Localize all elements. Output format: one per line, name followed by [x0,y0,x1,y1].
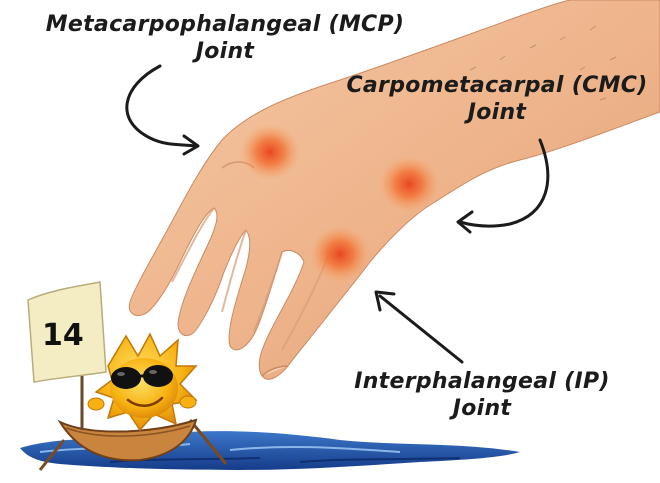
cmc-joint-label-line2: Joint [336,99,658,126]
ip-joint-label-line1: Interphalangeal (IP) [332,368,632,395]
cmc-joint-label: Carpometacarpal (CMC) Joint [336,72,658,126]
cmc-joint-label-line1: Carpometacarpal (CMC) [336,72,658,99]
mcp-joint-highlight [240,124,300,180]
sail-number: 14 [42,318,84,353]
mcp-joint-label-line2: Joint [30,38,420,65]
cmc-joint-highlight [379,156,439,212]
ip-joint-label-line2: Joint [332,395,632,422]
mcp-joint-label-line1: Metacarpophalangeal (MCP) [30,11,420,38]
mcp-joint-label: Metacarpophalangeal (MCP) Joint [30,11,420,65]
mcp-arrow [127,66,198,154]
ip-joint-highlight [310,226,370,282]
ip-joint-label: Interphalangeal (IP) Joint [332,368,632,422]
ip-arrow [376,292,462,362]
